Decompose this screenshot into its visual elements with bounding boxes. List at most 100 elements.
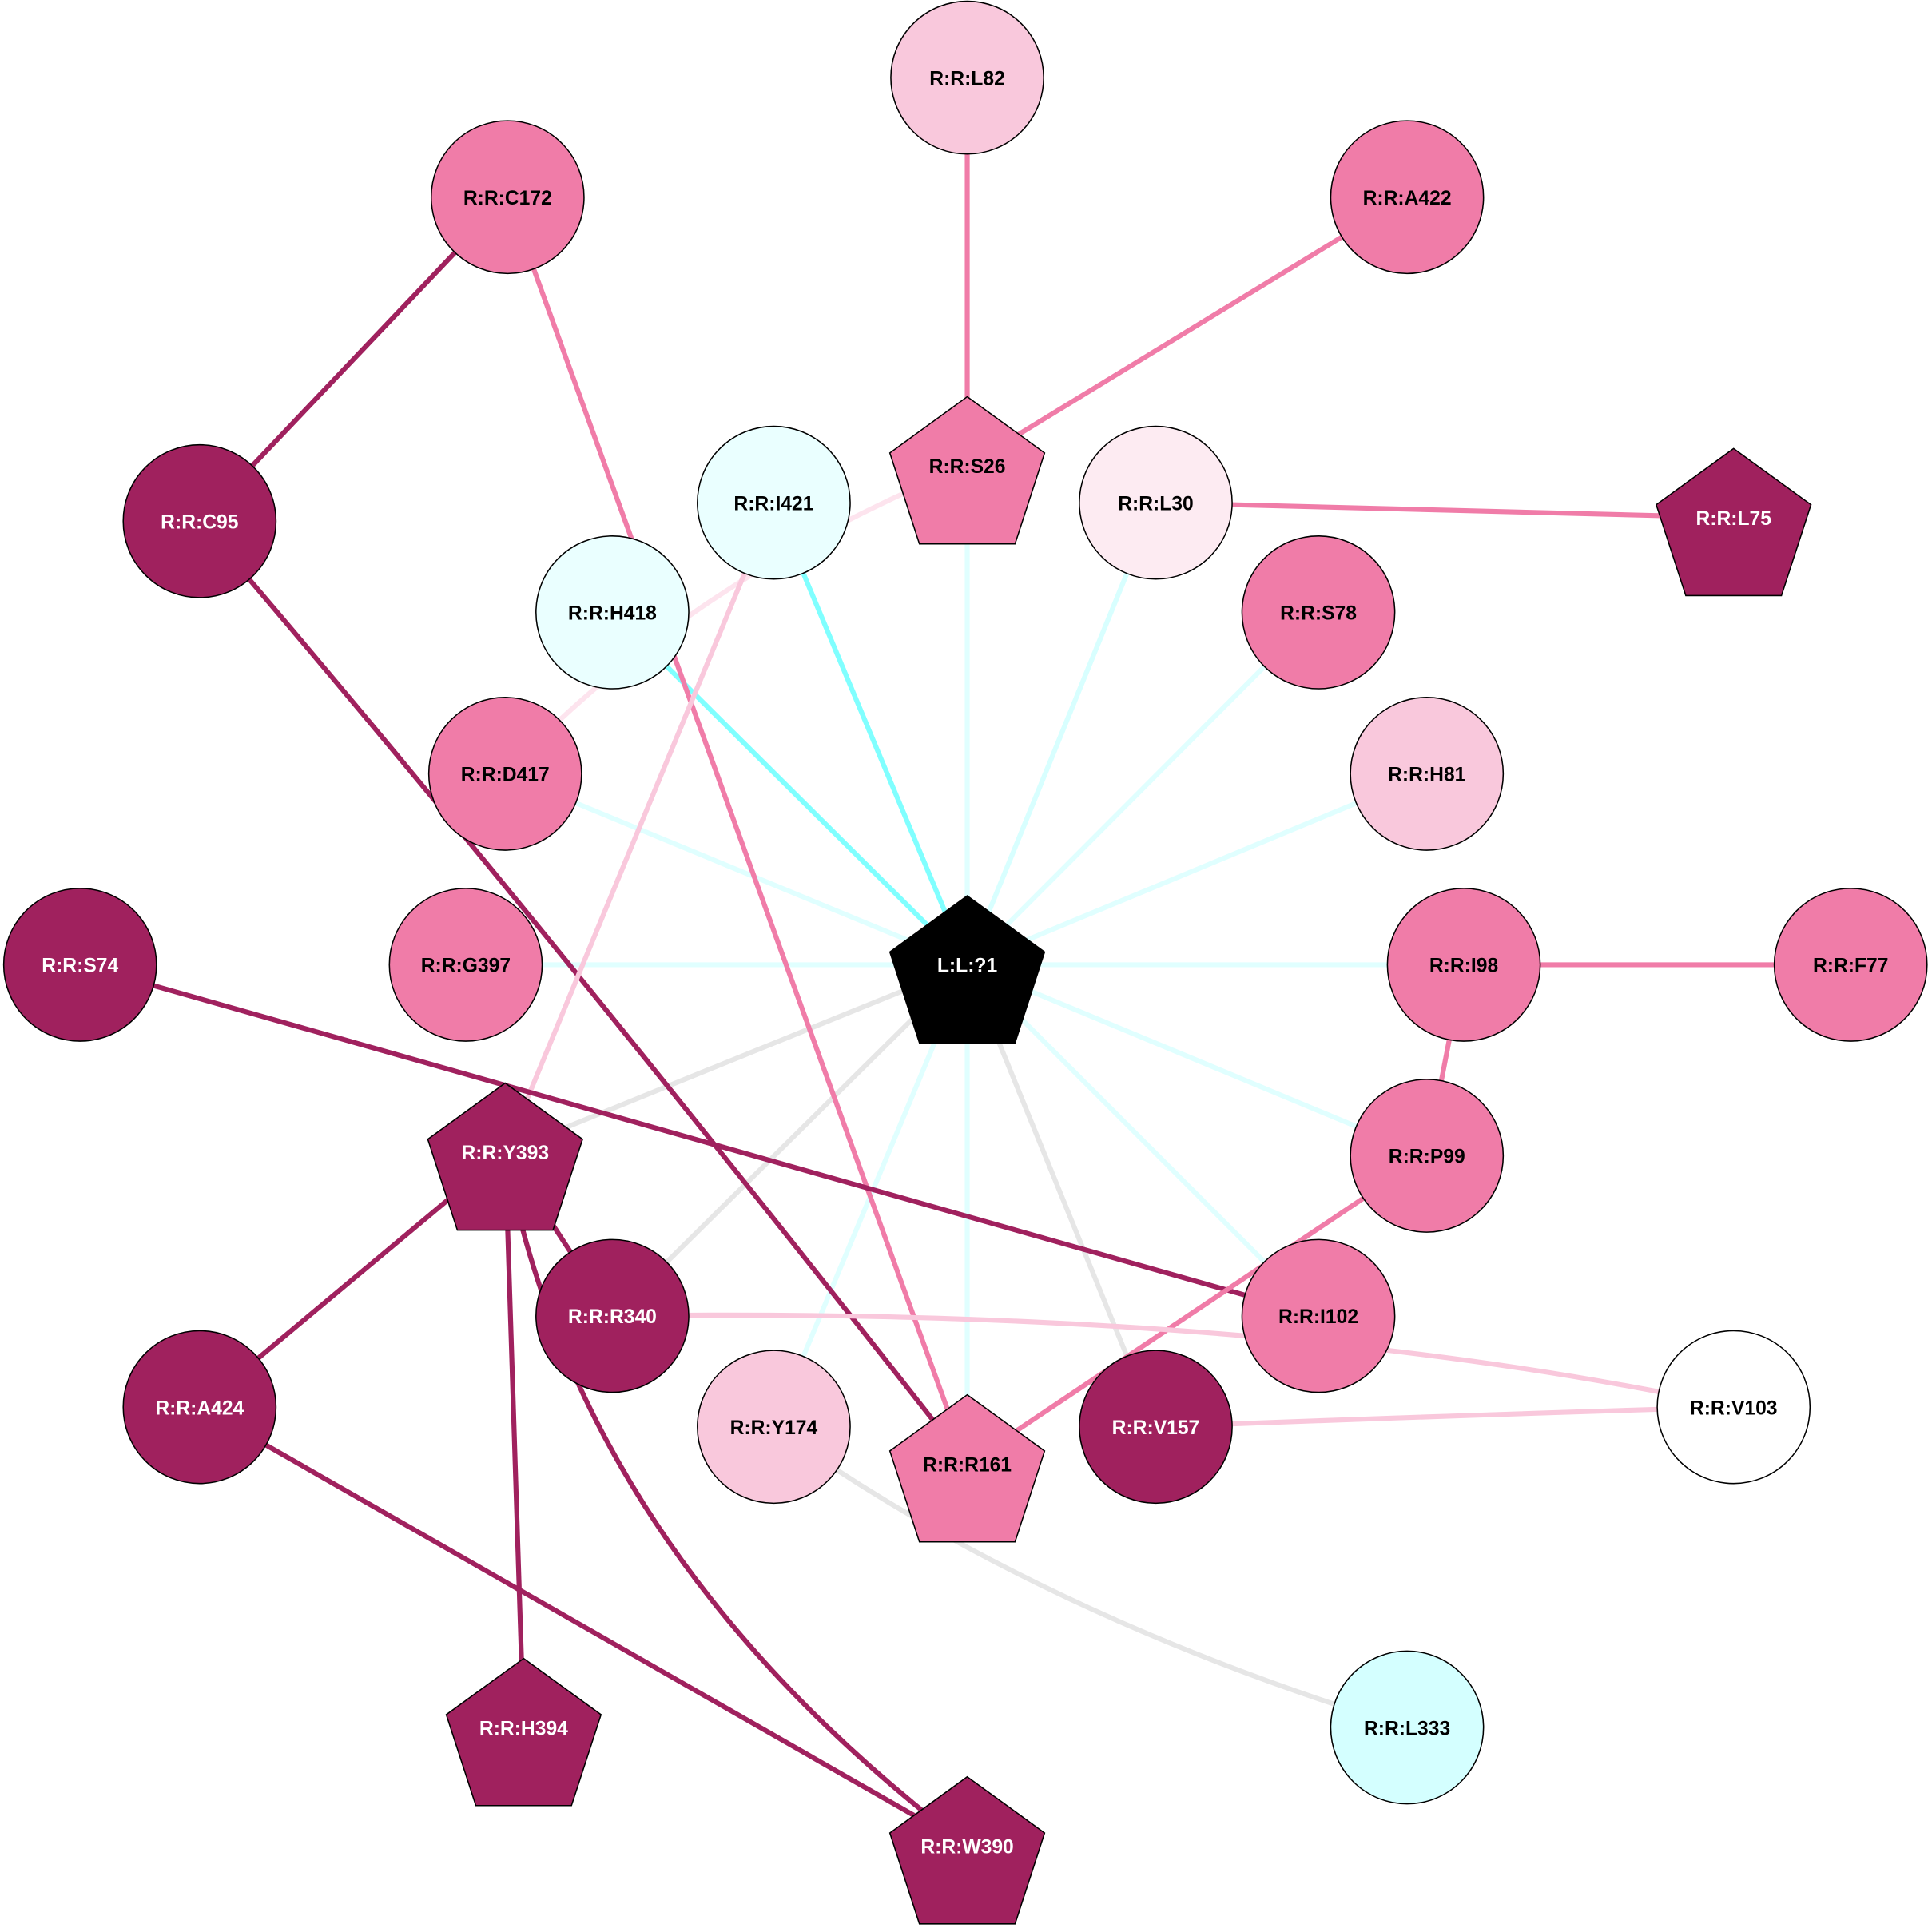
circle-shape [535,1238,690,1393]
node-label: R:R:H81 [1388,765,1466,786]
node-label: R:R:H394 [479,1718,568,1739]
circle-shape [1386,888,1541,1042]
node-label: R:R:V157 [1112,1417,1200,1439]
node-label: R:R:H418 [568,603,657,625]
circle-shape [890,0,1044,155]
edge-lig-y393 [504,962,968,1155]
node-lig[interactable]: L:L:?1 [888,895,1046,1044]
node-label: R:R:V103 [1690,1397,1778,1419]
node-g397[interactable]: R:R:G397 [388,888,543,1042]
circle-shape [1330,1650,1485,1805]
circle-shape [430,120,585,275]
node-label: R:R:L333 [1364,1718,1450,1739]
edge-i421-y393 [503,501,777,1154]
circle-shape [1079,425,1233,580]
circle-shape [1773,888,1928,1042]
edge-y393-w390 [503,1151,969,1848]
node-s74[interactable]: R:R:S74 [2,888,157,1042]
node-c172[interactable]: R:R:C172 [430,120,585,275]
node-label: R:R:R340 [568,1306,657,1328]
node-label: R:R:F77 [1813,956,1889,977]
pentagon-shape [427,1082,584,1231]
edge-lig-l30 [964,502,1159,966]
circle-shape [697,425,851,580]
node-label: R:R:C95 [161,512,239,534]
node-s78[interactable]: R:R:S78 [1241,535,1396,690]
edge-c95-r161 [197,519,969,1465]
circle-shape [2,888,157,1042]
pentagon-shape [888,895,1046,1044]
pentagon-shape [888,1775,1046,1925]
node-label: R:R:A422 [1363,188,1452,209]
node-label: R:R:S78 [1280,603,1357,625]
pentagon-shape [888,396,1046,545]
node-a422[interactable]: R:R:A422 [1330,120,1485,275]
circle-shape [1079,1350,1233,1505]
node-label: R:R:L30 [1118,493,1194,515]
edge-y393-h394 [503,1151,527,1728]
node-label: R:R:G397 [421,956,511,977]
node-label: R:R:L75 [1695,508,1771,530]
node-label: R:R:C172 [463,188,552,209]
edge-lig-i421 [771,501,970,966]
circle-shape [122,443,277,598]
node-h81[interactable]: R:R:H81 [1350,697,1505,851]
edge-c172-r161 [505,196,970,1465]
node-v157[interactable]: R:R:V157 [1079,1350,1233,1505]
node-d417[interactable]: R:R:D417 [427,697,582,851]
edge-s74-i102 [79,962,1319,1318]
node-h394[interactable]: R:R:H394 [445,1657,602,1807]
circle-shape [1350,697,1505,851]
node-h418[interactable]: R:R:H418 [535,535,690,690]
node-p99[interactable]: R:R:P99 [1350,1079,1505,1233]
node-y393[interactable]: R:R:Y393 [427,1082,584,1231]
node-label: R:R:A424 [155,1397,244,1419]
node-label: R:R:R161 [923,1454,1012,1476]
node-v103[interactable]: R:R:V103 [1656,1330,1811,1485]
node-label: R:R:D417 [461,765,550,786]
edge-v157-v103 [1155,1404,1734,1429]
circle-shape [1241,535,1396,690]
circle-shape [388,888,543,1042]
node-i98[interactable]: R:R:I98 [1386,888,1541,1042]
node-r340[interactable]: R:R:R340 [535,1238,690,1393]
node-label: R:R:I98 [1429,956,1498,977]
node-label: R:R:W390 [920,1836,1013,1858]
edge-lig-r340 [610,963,969,1318]
circle-shape [535,535,690,690]
node-s26[interactable]: R:R:S26 [888,396,1046,545]
edge-y174-l333 [772,1425,1408,1730]
node-f77[interactable]: R:R:F77 [1773,888,1928,1042]
node-label: R:R:L82 [929,68,1005,89]
pentagon-shape [1655,447,1812,597]
pentagon-shape [445,1657,602,1807]
edge-r340-v103 [612,1312,1735,1410]
node-l333[interactable]: R:R:L333 [1330,1650,1485,1805]
node-a424[interactable]: R:R:A424 [122,1330,277,1485]
node-l82[interactable]: R:R:L82 [890,0,1044,155]
node-label: R:R:Y393 [461,1143,549,1164]
node-l30[interactable]: R:R:L30 [1079,425,1233,580]
node-c95[interactable]: R:R:C95 [122,443,277,598]
edge-a424-w390 [198,1405,969,1848]
edge-lig-s78 [965,610,1321,967]
edge-lig-h418 [610,610,969,967]
node-i421[interactable]: R:R:I421 [697,425,851,580]
circle-shape [1656,1330,1811,1485]
node-label: R:R:I421 [733,493,813,515]
node-i102[interactable]: R:R:I102 [1241,1238,1396,1393]
node-label: R:R:S74 [42,956,118,977]
node-r161[interactable]: R:R:R161 [888,1393,1046,1543]
edge-l30-l75 [1155,500,1734,520]
node-label: R:R:I102 [1278,1306,1358,1328]
node-label: R:R:P99 [1389,1147,1465,1168]
node-w390[interactable]: R:R:W390 [888,1775,1046,1925]
edge-lig-p99 [966,962,1428,1159]
node-l75[interactable]: R:R:L75 [1655,447,1812,597]
circle-shape [1330,120,1485,275]
node-y174[interactable]: R:R:Y174 [697,1350,851,1505]
edge-lig-i102 [965,963,1321,1318]
node-label: R:R:Y174 [730,1417,818,1439]
